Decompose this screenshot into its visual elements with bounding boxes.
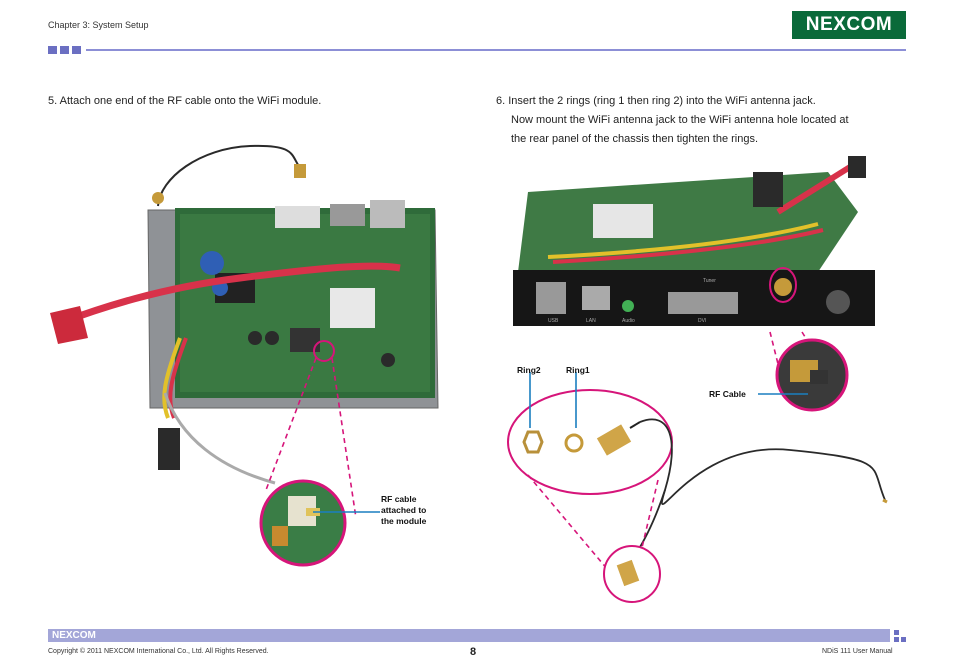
- rf-attached-label-3: the module: [381, 516, 427, 526]
- header-square: [48, 46, 57, 54]
- logo-text: NEXCOM: [805, 14, 893, 35]
- step-6-line2: Now mount the WiFi antenna jack to the W…: [511, 114, 849, 126]
- rf-attached-label-2: attached to: [381, 505, 427, 515]
- step-5-text: 5. Attach one end of the RF cable onto t…: [48, 95, 322, 107]
- header-square: [60, 46, 69, 54]
- usb-label: USB: [548, 318, 559, 324]
- manual-title: NDiS 111 User Manual: [822, 648, 893, 655]
- lan-label: LAN: [586, 318, 596, 324]
- rf-attached-label-1: RF cable: [381, 494, 417, 504]
- rear-panel-photo: USB LAN Audio DVI Tuner: [513, 156, 875, 326]
- footer-square: [894, 630, 899, 635]
- step-6-line3: the rear panel of the chassis then tight…: [511, 133, 759, 145]
- ring2-label: Ring2: [517, 365, 541, 375]
- rf-cable-label: RF Cable: [709, 389, 746, 399]
- wifi-module-photo: [50, 144, 439, 567]
- header-square: [72, 46, 81, 54]
- footer-bar: [48, 629, 890, 642]
- footer-square: [894, 637, 899, 642]
- rings-diagram: [507, 331, 888, 603]
- chapter-title: Chapter 3: System Setup: [48, 20, 149, 30]
- tuner-label: Tuner: [703, 278, 716, 284]
- footer-square: [901, 637, 906, 642]
- nexcom-logo: NEXCOM: [792, 11, 906, 39]
- footer-logo: NEXCOM: [52, 630, 96, 641]
- header-rule: [86, 49, 906, 51]
- page-number: 8: [470, 646, 477, 658]
- audio-label: Audio: [622, 318, 635, 324]
- dvi-label: DVI: [698, 318, 706, 324]
- step-6-line1: 6. Insert the 2 rings (ring 1 then ring …: [496, 95, 816, 107]
- footer-copyright: Copyright © 2011 NEXCOM International Co…: [48, 648, 269, 655]
- ring1-label: Ring1: [566, 365, 590, 375]
